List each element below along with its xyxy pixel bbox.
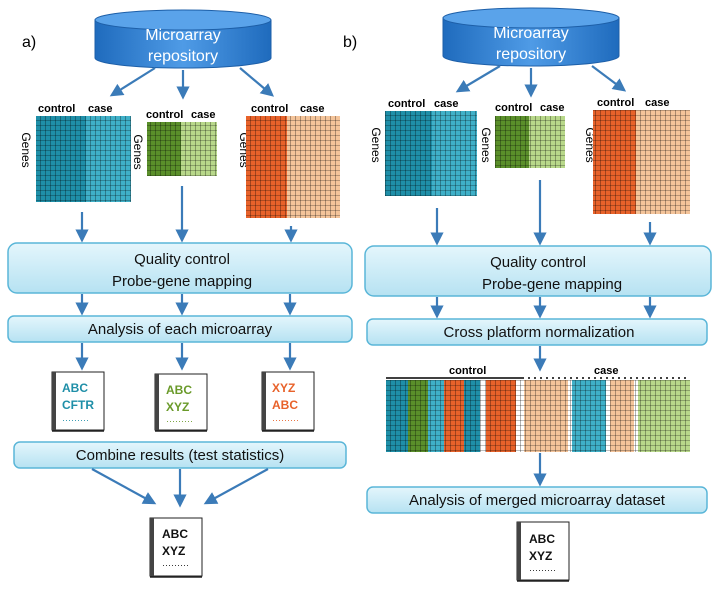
panel-a-combine-label: Combine results (test statistics) xyxy=(76,447,284,464)
panel-b-repo-arrows xyxy=(455,65,627,98)
panel-b-m1-case-header: case xyxy=(434,98,458,110)
panel-a-analysis-label: Analysis of each microarray xyxy=(88,321,273,338)
panel-b-arrows-to-normalization xyxy=(430,297,657,319)
panel-a-final-line2: XYZ xyxy=(162,544,185,558)
panel-a-gene-list-2: ABC XYZ ········· xyxy=(154,373,208,432)
panel-a-final-dots: ········· xyxy=(162,560,189,570)
panel-a-m1-case-header: case xyxy=(88,103,112,115)
panel-a-arrows-to-lists xyxy=(75,343,297,371)
panel-b-merged-control-header: control xyxy=(449,365,486,377)
panel-b-m1-genes-label: Genes xyxy=(369,127,383,162)
panel-b-m1-control-header: control xyxy=(388,98,425,110)
panel-a-gene-list-2-dots: ········· xyxy=(166,416,193,426)
panel-a-arrows-to-analysis xyxy=(75,294,297,316)
panel-b-m2-case-header: case xyxy=(540,102,564,114)
panel-b-m2-genes-label: Genes xyxy=(479,127,493,162)
panel-a-m2-genes-label: Genes xyxy=(131,134,145,169)
panel-a-gene-list-2-line2: XYZ xyxy=(166,400,189,414)
panel-b-merged-analysis-box: Analysis of merged microarray dataset xyxy=(366,486,708,514)
panel-a-m2-control-header: control xyxy=(146,109,183,121)
panel-b-final-line2: XYZ xyxy=(529,549,552,563)
panel-a-gene-list-1-dots: ········· xyxy=(62,415,89,425)
panel-b-label: b) xyxy=(343,34,357,51)
panel-b-repository-line1: Microarray xyxy=(493,25,569,42)
panel-b-quality-line1: Quality control xyxy=(490,254,586,271)
panel-a-repo-arrows xyxy=(109,67,275,100)
panel-a-analysis-box: Analysis of each microarray xyxy=(7,315,353,343)
panel-a-arrows-to-final xyxy=(91,468,269,508)
panel-b-merged-dataset xyxy=(386,377,690,452)
panel-a-microarray-3 xyxy=(246,116,340,218)
panel-b-merged-analysis-label: Analysis of merged microarray dataset xyxy=(409,492,666,509)
panel-a-repository-line1: Microarray xyxy=(145,27,221,44)
panel-a-arrows-to-quality xyxy=(75,186,298,243)
panel-a-gene-list-1-line1: ABC xyxy=(62,381,88,395)
panel-a-gene-list-1: ABC CFTR ········· xyxy=(51,371,105,432)
panel-a-gene-list-3-line2: ABC xyxy=(272,398,298,412)
panel-a-quality-line1: Quality control xyxy=(134,251,230,268)
panel-a-gene-list-1-line2: CFTR xyxy=(62,398,94,412)
panel-b-quality-box: Quality control Probe-gene mapping xyxy=(364,245,712,297)
panel-a-gene-list-3-dots: ········· xyxy=(272,415,299,425)
panel-a-label: a) xyxy=(22,34,36,51)
panel-b-arrows-to-quality xyxy=(430,180,657,246)
panel-b-final-dots: ········· xyxy=(529,565,556,575)
panel-a-quality-box: Quality control Probe-gene mapping xyxy=(7,242,353,294)
panel-a-repository: Microarray repository xyxy=(94,9,272,69)
panel-b-microarray-2 xyxy=(495,116,565,168)
panel-a-m2-case-header: case xyxy=(191,109,215,121)
panel-b-final-line1: ABC xyxy=(529,532,555,546)
panel-a-repository-line2: repository xyxy=(148,48,218,65)
panel-b-m3-control-header: control xyxy=(597,97,634,109)
panel-a-microarray-1 xyxy=(36,116,131,202)
panel-b-m2-control-header: control xyxy=(495,102,532,114)
panel-b-repository-line2: repository xyxy=(496,46,566,63)
panel-b-microarray-3 xyxy=(593,110,690,214)
panel-b-normalization-box: Cross platform normalization xyxy=(366,318,708,346)
panel-b-repository: Microarray repository xyxy=(442,7,620,67)
panel-b-quality-line2: Probe-gene mapping xyxy=(482,276,622,293)
panel-a-final-list: ABC XYZ ········· xyxy=(149,517,203,578)
panel-b-normalization-label: Cross platform normalization xyxy=(444,324,635,341)
panel-a-quality-line2: Probe-gene mapping xyxy=(112,273,252,290)
panel-a-m1-control-header: control xyxy=(38,103,75,115)
panel-a-combine-box: Combine results (test statistics) xyxy=(13,441,347,469)
panel-b-microarray-1 xyxy=(385,111,477,196)
panel-a-m1-genes-label: Genes xyxy=(19,132,33,167)
panel-a-gene-list-3-line1: XYZ xyxy=(272,381,295,395)
panel-a-gene-list-3: XYZ ABC ········· xyxy=(261,371,315,432)
panel-a-final-line1: ABC xyxy=(162,527,188,541)
panel-a-microarray-2 xyxy=(147,122,217,176)
panel-a-m3-case-header: case xyxy=(300,103,324,115)
panel-a-m3-control-header: control xyxy=(251,103,288,115)
panel-b-final-list: ABC XYZ ········· xyxy=(516,521,570,582)
panel-b-m3-case-header: case xyxy=(645,97,669,109)
panel-b-merged-case-header: case xyxy=(594,365,618,377)
panel-a-gene-list-2-line1: ABC xyxy=(166,383,192,397)
